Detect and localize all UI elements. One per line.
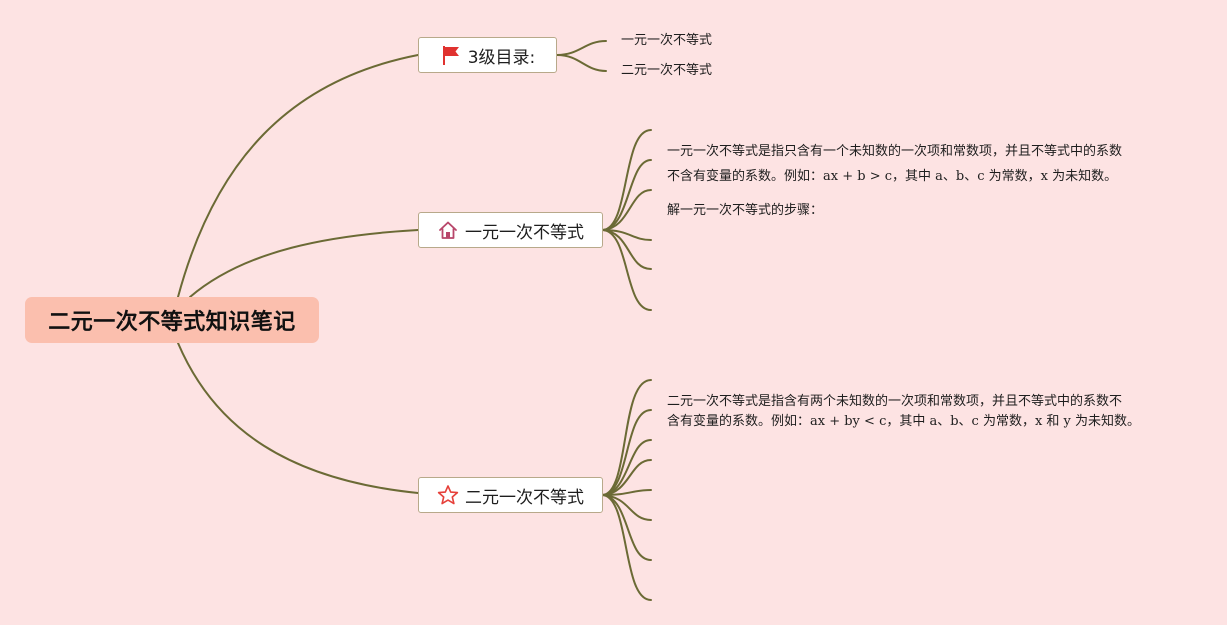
note-definition-line-2[interactable]: 含有变量的系数。例如：ax + by < c，其中 a、b、c 为常数，x 和 …	[667, 414, 1141, 429]
home-icon	[437, 219, 459, 241]
connector-topic-1-leaf-2	[556, 54, 607, 72]
connector-root-topic-1	[177, 54, 419, 298]
note-definition-line-1[interactable]: 二元一次不等式是指含有两个未知数的一次项和常数项，并且不等式中的系数不	[667, 394, 1123, 409]
connector-topic-1-leaf-1	[556, 40, 607, 56]
topic-label: 一元一次不等式	[465, 222, 584, 243]
connector-topic-3-branch-8	[602, 494, 652, 601]
subtopic-one-var-inequality[interactable]: 一元一次不等式	[621, 33, 713, 48]
connector-topic-2-branch-3	[602, 189, 652, 231]
connector-topic-2-branch-5	[602, 229, 652, 270]
root-topic-label: 二元一次不等式知识笔记	[48, 310, 296, 335]
connector-topic-3-branch-2	[602, 409, 652, 496]
connector-topic-3-branch-4	[602, 459, 652, 496]
topic-label: 二元一次不等式	[465, 487, 584, 508]
connector-topic-3-branch-1	[602, 379, 652, 496]
topic-label: 3级目录:	[467, 47, 536, 68]
connector-topic-2-branch-6	[602, 229, 652, 311]
topic-linear-inequality-one-var[interactable]: 一元一次不等式	[418, 212, 603, 248]
subtopic-two-var-inequality[interactable]: 二元一次不等式	[621, 63, 713, 78]
topic-3-level-toc[interactable]: 3级目录:	[418, 37, 557, 73]
connector-topic-3-branch-5	[602, 489, 652, 496]
note-definition-line-1[interactable]: 一元一次不等式是指只含有一个未知数的一次项和常数项，并且不等式中的系数	[667, 144, 1123, 159]
connector-topic-2-branch-2	[602, 159, 652, 231]
star-icon	[437, 484, 459, 506]
red-flag-icon	[440, 44, 462, 66]
note-solving-steps[interactable]: 解一元一次不等式的步骤：	[667, 203, 824, 218]
note-definition-line-2[interactable]: 不含有变量的系数。例如：ax + b > c，其中 a、b、c 为常数，x 为未…	[667, 169, 1118, 184]
topic-linear-inequality-two-var[interactable]: 二元一次不等式	[418, 477, 603, 513]
root-topic[interactable]: 二元一次不等式知识笔记	[25, 297, 319, 343]
connector-root-topic-2	[189, 229, 419, 298]
connector-topic-2-branch-1	[602, 129, 652, 231]
connector-root-topic-3	[177, 342, 419, 494]
